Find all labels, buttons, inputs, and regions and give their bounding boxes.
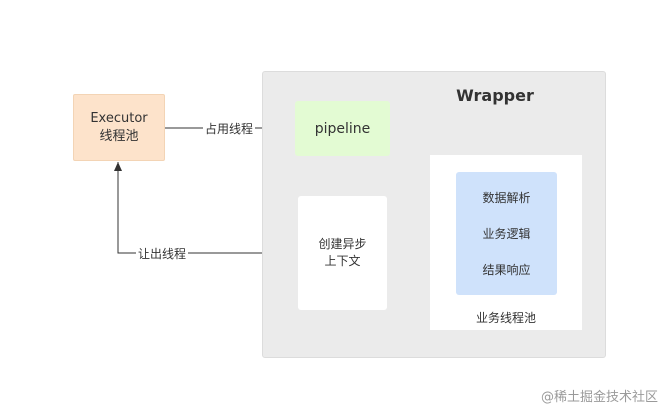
async-label-line1: 创建异步 — [318, 237, 367, 251]
pipeline-node: pipeline — [295, 101, 390, 156]
pipeline-label: pipeline — [314, 120, 371, 137]
async-label-line2: 上下文 — [324, 254, 361, 268]
watermark-text: @稀土掘金技术社区 — [540, 390, 658, 405]
executor-thread-pool-node: Executor 线程池 — [73, 94, 165, 161]
business-tasks-node: 数据解析 业务逻辑 结果响应 — [456, 172, 557, 295]
edge-async-to-executor — [114, 162, 298, 254]
edge-label-release-thread: 让出线程 — [136, 245, 189, 262]
business-thread-pool-label: 业务线程池 — [475, 311, 536, 325]
executor-sublabel: 线程池 — [99, 128, 139, 144]
task-item-data-parsing: 数据解析 — [482, 191, 531, 206]
executor-label: Executor — [90, 110, 148, 126]
wrapper-title: Wrapper — [456, 86, 534, 105]
create-async-context-node: 创建异步 上下文 — [298, 196, 387, 310]
task-item-result-response: 结果响应 — [482, 262, 531, 277]
edge-label-occupy-thread: 占用线程 — [203, 120, 256, 137]
task-item-business-logic: 业务逻辑 — [482, 226, 531, 241]
